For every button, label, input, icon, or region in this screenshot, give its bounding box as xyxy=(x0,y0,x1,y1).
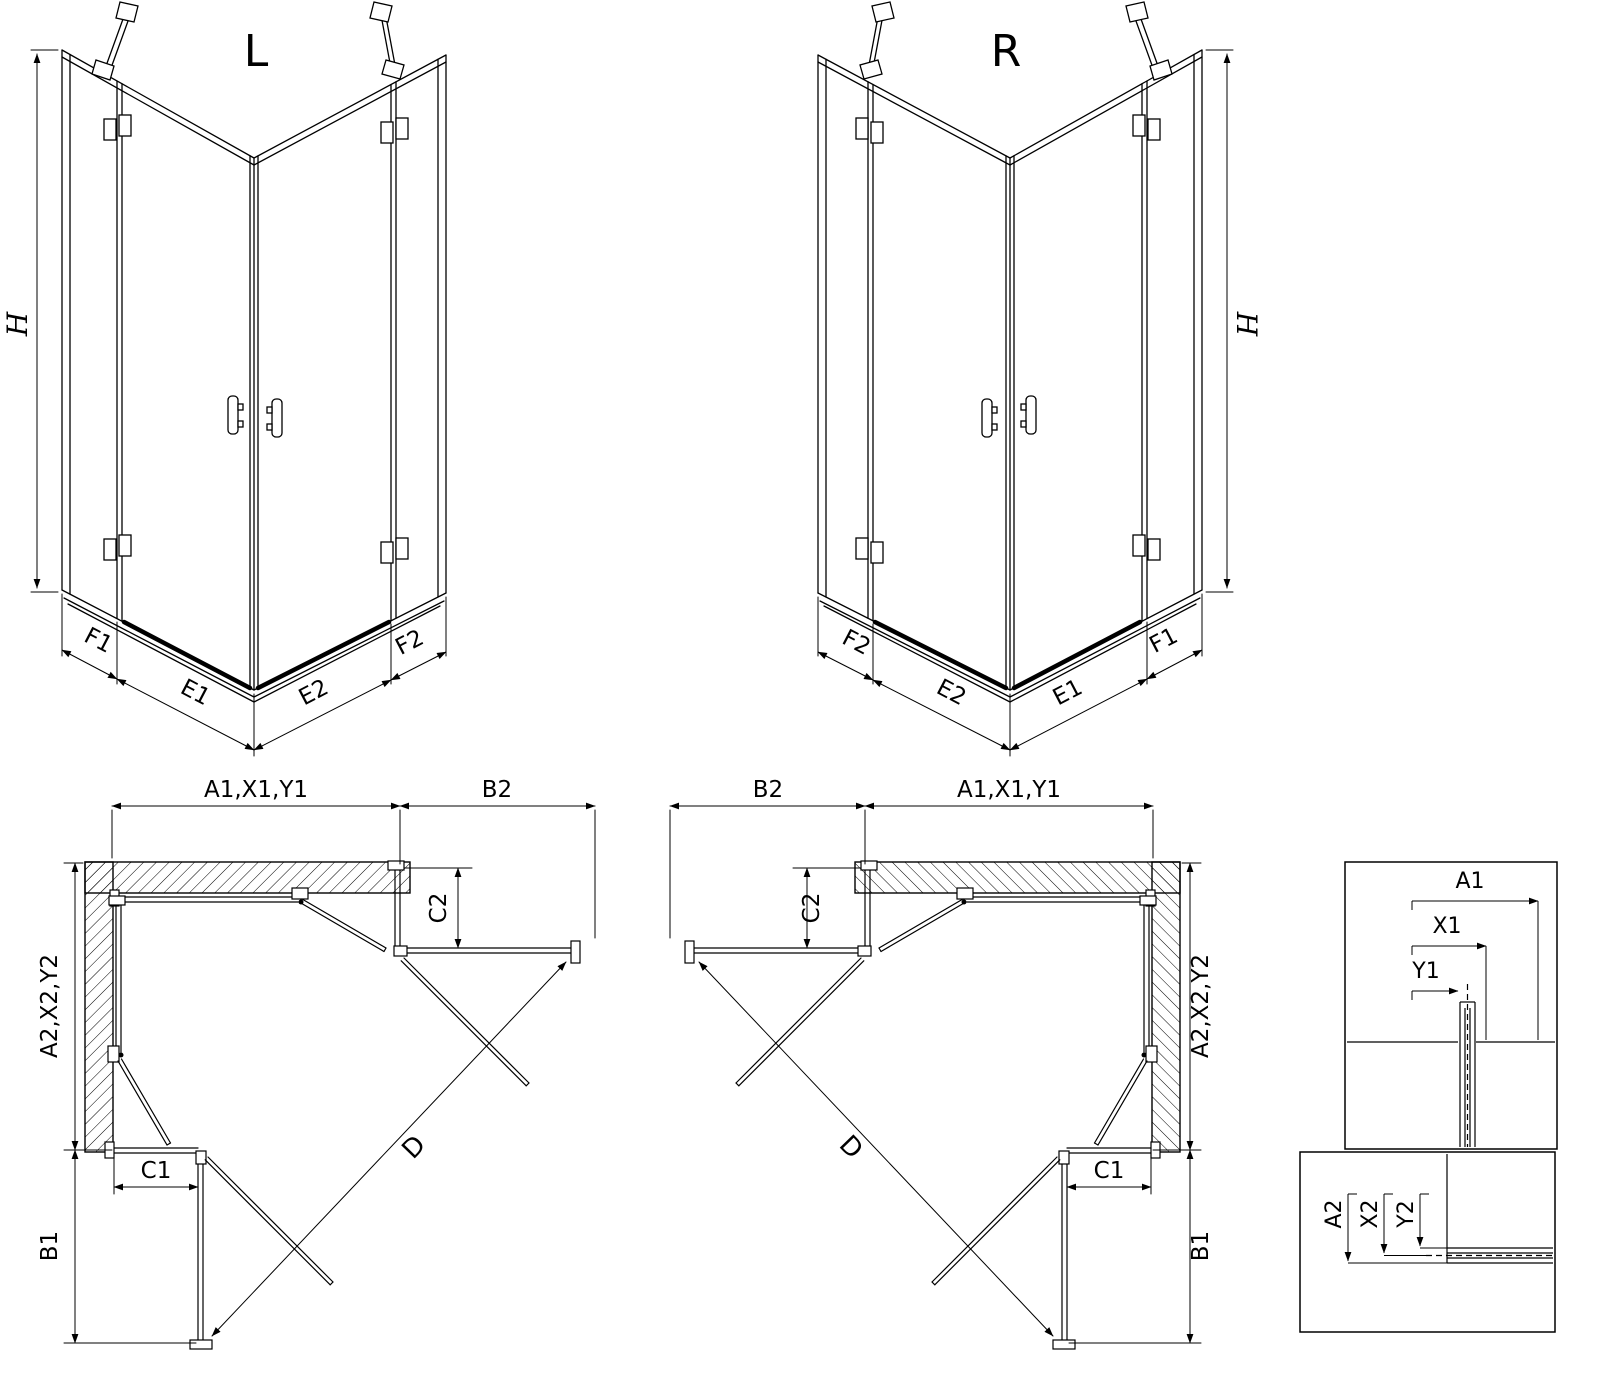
iso-right-dim-E2: E2 xyxy=(932,675,970,712)
detail-top-dimension-lines xyxy=(1411,897,1539,1040)
plan-left-dim-B2: B2 xyxy=(482,777,512,803)
plan-right-dim-B1: B1 xyxy=(1188,1231,1214,1261)
detail-top-dim-A1: A1 xyxy=(1455,869,1484,894)
plan-left-dim-B1: B1 xyxy=(37,1231,63,1261)
detail-view-top: A1 X1 Y1 xyxy=(1344,861,1558,1150)
iso-right-title: R xyxy=(991,26,1022,77)
plan-view-left: A1,X1,Y1 B2 C2 A2,X2,Y2 C1 B1 D xyxy=(37,777,595,1349)
iso-left-dim-E1: E1 xyxy=(176,675,214,712)
detail-top-dim-Y1: Y1 xyxy=(1411,959,1439,984)
detail-bottom-dim-Y2: Y2 xyxy=(1394,1200,1419,1228)
detail-top-section-geometry xyxy=(1347,984,1555,1147)
plan-right-dim-C2: C2 xyxy=(799,893,825,924)
iso-left-dim-E2: E2 xyxy=(295,675,333,712)
plan-left-geometry xyxy=(64,806,595,1349)
plan-view-right: B2 A1,X1,Y1 C2 A2,X2,Y2 C1 B1 D xyxy=(670,777,1214,1349)
plan-right-dim-A1X1Y1: A1,X1,Y1 xyxy=(957,777,1061,803)
iso-left-dim-F1: F1 xyxy=(80,623,117,659)
detail-bottom-frame xyxy=(1299,1151,1556,1333)
iso-right-dim-F2: F2 xyxy=(838,625,875,661)
detail-bottom-dim-X2: X2 xyxy=(1358,1199,1383,1228)
plan-right-dim-A2X2Y2: A2,X2,Y2 xyxy=(1188,954,1214,1058)
detail-top-dim-X1: X1 xyxy=(1432,914,1461,939)
detail-bottom-dim-A2: A2 xyxy=(1322,1199,1347,1228)
plan-right-geometry xyxy=(670,806,1201,1349)
detail-top-frame xyxy=(1344,861,1558,1150)
plan-left-dim-A1X1Y1: A1,X1,Y1 xyxy=(204,777,308,803)
detail-view-bottom: A2 X2 Y2 xyxy=(1299,1151,1556,1333)
iso-left-dim-H: H xyxy=(1,311,34,337)
detail-bottom-section-geometry xyxy=(1426,1154,1553,1264)
detail-bottom-dimension-lines xyxy=(1344,1193,1447,1264)
plan-right-dim-C1: C1 xyxy=(1094,1158,1125,1184)
iso-left-dim-F2: F2 xyxy=(391,625,428,661)
iso-view-right: R H F2 E2 E1 F1 xyxy=(818,2,1263,756)
plan-left-dim-A2X2Y2: A2,X2,Y2 xyxy=(37,954,63,1058)
iso-right-dim-E1: E1 xyxy=(1049,675,1087,712)
iso-right-dim-H: H xyxy=(1230,311,1263,337)
plan-left-dim-C1: C1 xyxy=(141,1158,172,1184)
iso-view-left: L H F1 E1 E2 F2 xyxy=(1,2,446,756)
plan-right-dim-B2: B2 xyxy=(753,777,783,803)
plan-left-dim-C2: C2 xyxy=(426,893,452,924)
iso-left-title: L xyxy=(244,26,269,77)
